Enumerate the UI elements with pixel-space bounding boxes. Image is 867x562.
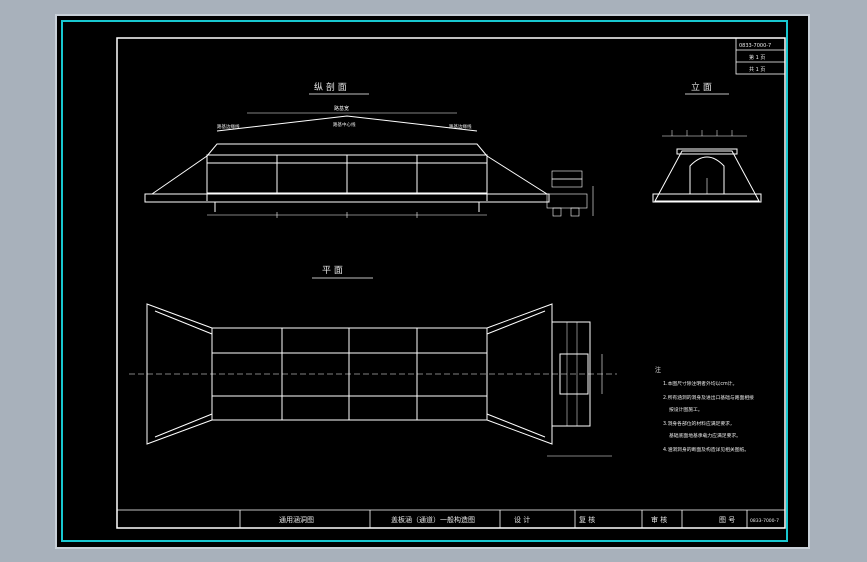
outer-border xyxy=(61,20,788,542)
note-2: 2.所有涵洞的洞身及进出口基础与路面相接 xyxy=(663,394,754,401)
sheet-number: 第 1 页 xyxy=(749,54,765,61)
cad-drawing-canvas[interactable]: 0833-7000-7 第 1 页 共 1 页 纵 剖 面 路基宽 路基边缘线 … xyxy=(55,14,810,549)
elevation-structure xyxy=(652,130,762,203)
review-label: 复 核 xyxy=(579,515,595,524)
drawing-svg: 0833-7000-7 第 1 页 共 1 页 纵 剖 面 路基宽 路基边缘线 … xyxy=(61,20,788,542)
sheet-code: 0833-7000-7 xyxy=(739,43,771,49)
plan-title: 平 面 xyxy=(322,265,343,276)
drawing-no-label: 图 号 xyxy=(719,516,735,524)
roadbed-width-label: 路基宽 xyxy=(334,105,349,112)
note-1: 1.本图尺寸除注明者外均以cm计。 xyxy=(663,380,737,387)
inner-frame xyxy=(116,37,786,529)
project-name: 通用涵洞图 xyxy=(279,515,314,524)
design-label: 设 计 xyxy=(514,515,530,524)
drawing-no: 0833-7000-7 xyxy=(750,518,779,524)
title-block xyxy=(117,509,785,528)
sheet-box xyxy=(735,37,786,75)
notes-heading: 注 xyxy=(655,366,661,374)
section-title: 纵 剖 面 xyxy=(314,81,347,93)
center-line-label: 路基中心线 xyxy=(333,121,356,128)
note-6: 4.涵洞洞身的断面及构造详见相关图纸。 xyxy=(663,446,749,453)
drawing-name: 盖板涵（通道）一般构造图 xyxy=(391,515,475,524)
note-4: 3.洞身各部位的材料应满足要求， xyxy=(663,420,735,427)
section-structure xyxy=(144,115,594,218)
approve-label: 审 核 xyxy=(651,515,667,524)
note-5: 基础底面地基承载力应满足要求。 xyxy=(669,432,741,439)
left-shoulder-label: 路基边缘线 xyxy=(217,123,240,130)
right-shoulder-label: 路基边缘线 xyxy=(449,123,472,130)
note-3: 按设计图施工。 xyxy=(669,406,703,413)
sheet-total: 共 1 页 xyxy=(749,66,765,73)
elevation-title: 立 面 xyxy=(691,81,712,93)
plan-structure xyxy=(129,303,617,457)
